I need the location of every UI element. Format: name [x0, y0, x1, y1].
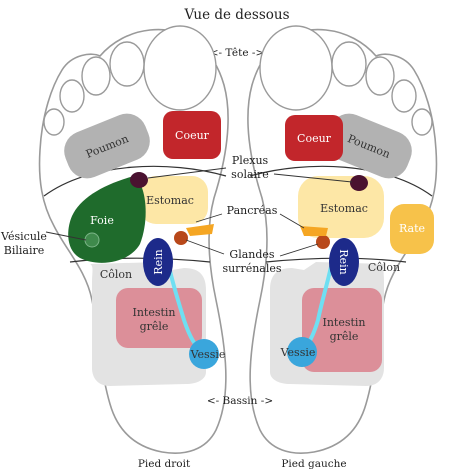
- right-toe-2: [109, 41, 145, 87]
- left-estomac-label: Estomac: [320, 202, 368, 215]
- right-foie-label: Foie: [90, 214, 114, 227]
- left-toe-big: [259, 25, 333, 111]
- right-coeur: [163, 111, 221, 159]
- left-rate: [390, 204, 434, 254]
- left-poumon: [326, 113, 412, 179]
- left-colon-label: Côlon: [368, 261, 400, 274]
- left-toe-3: [365, 56, 395, 96]
- right-toe-3: [81, 56, 111, 96]
- bottom-marker: <- Bassin ->: [207, 395, 273, 407]
- left-toe-5: [411, 108, 433, 136]
- vesicule-leader: [45, 231, 87, 241]
- left-foot: Poumon Coeur Estomac Rate Côlon Intestin…: [247, 25, 438, 454]
- center-labels: Plexus solaire Pancréas Glandes surrénal…: [0, 154, 353, 275]
- right-colon-label: Côlon: [100, 268, 132, 281]
- vesicule-label-2: Biliaire: [4, 244, 44, 257]
- right-vessie-label: Vessie: [190, 348, 226, 361]
- left-diaphragm-line: [249, 165, 433, 197]
- glandes-label-1: Glandes: [229, 248, 274, 261]
- right-plexus-solaire: [130, 172, 148, 188]
- right-rein-label: Rein: [152, 249, 165, 274]
- left-intestin-label-1: Intestin: [322, 316, 365, 329]
- right-rein: [143, 238, 173, 286]
- left-estomac: [298, 176, 384, 238]
- left-plexus-solaire: [350, 175, 368, 191]
- pancreas-leader-right: [195, 213, 223, 223]
- top-marker: <- Tête ->: [210, 47, 265, 59]
- left-coeur: [285, 115, 343, 161]
- left-vessie: [287, 337, 317, 367]
- plexus-label-1: Plexus: [232, 154, 269, 167]
- left-vessie-label: Vessie: [280, 346, 316, 359]
- left-intestin-label-2: grêle: [330, 330, 359, 343]
- right-intestin-label-1: Intestin: [132, 306, 175, 319]
- plexus-label-2: solaire: [231, 168, 269, 181]
- right-pancreas: [186, 224, 214, 236]
- glandes-leader-right: [185, 239, 225, 255]
- plexus-leader-right: [147, 167, 227, 179]
- right-vessie: [189, 339, 219, 369]
- right-foot-caption: Pied droit: [138, 458, 191, 470]
- right-toe-4: [59, 79, 85, 113]
- vesicule-label-1: Vésicule: [0, 230, 47, 243]
- right-toe-big: [143, 25, 217, 111]
- right-vesicule: [84, 232, 100, 248]
- right-surrenale: [174, 231, 188, 245]
- right-estomac: [140, 176, 208, 224]
- left-rein: [329, 238, 359, 286]
- right-toe-5: [43, 108, 65, 136]
- left-rein-label: Rein: [337, 249, 350, 274]
- left-foot-caption: Pied gauche: [281, 458, 346, 470]
- left-surrenale: [316, 235, 330, 249]
- glandes-leader-left: [279, 243, 319, 257]
- right-poumon: [64, 113, 150, 179]
- pancreas-label: Pancréas: [227, 204, 278, 217]
- left-toe-4: [391, 79, 417, 113]
- plexus-leader-left: [273, 173, 353, 183]
- diagram-title: Vue de dessous: [183, 7, 289, 23]
- right-foot: Poumon Coeur Estomac Foie Côlon Intestin…: [38, 25, 229, 454]
- pancreas-leader-left: [279, 213, 305, 229]
- glandes-label-2: surrénales: [222, 262, 281, 275]
- left-pancreas: [300, 226, 328, 236]
- right-intestin-label-2: grêle: [140, 320, 169, 333]
- right-estomac-label: Estomac: [146, 194, 194, 207]
- right-coeur-label: Coeur: [175, 129, 210, 142]
- left-coeur-label: Coeur: [297, 132, 332, 145]
- left-rate-label: Rate: [399, 222, 425, 235]
- left-toe-2: [331, 41, 367, 87]
